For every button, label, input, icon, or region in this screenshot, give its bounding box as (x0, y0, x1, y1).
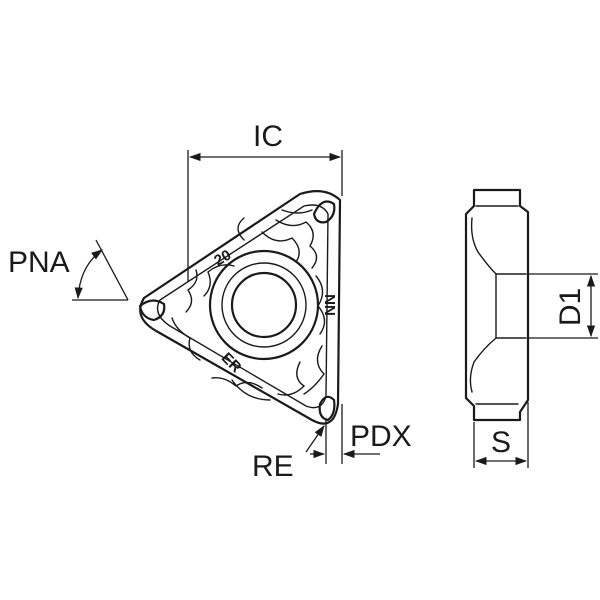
rake-face-border (156, 204, 329, 409)
clamp-hole-ring (221, 262, 307, 348)
label-re: RE (252, 450, 294, 483)
chipbreaker-wave (237, 217, 245, 241)
label-pna: PNA (8, 246, 70, 279)
chipbreaker-wave (185, 269, 198, 313)
chipbreaker-wave (281, 209, 313, 214)
d1-dimension: D1 (528, 273, 598, 339)
chipbreaker-wave (261, 231, 300, 263)
chipbreaker-wave (171, 317, 201, 361)
mark-size: 20 (211, 247, 234, 270)
side-outline (464, 188, 530, 422)
insert-outline (139, 189, 342, 425)
chipbreaker-wave (231, 379, 271, 401)
clamp-hole-outer (208, 249, 320, 361)
corner-tip-left (138, 299, 166, 322)
label-d1: D1 (554, 288, 587, 326)
label-pdx: PDX (350, 420, 412, 453)
ic-dimension: IC (187, 120, 343, 282)
chipbreaker-wave (275, 219, 318, 269)
side-bore-profile (469, 337, 527, 393)
chipbreaker-wave (277, 361, 306, 396)
label-ic: IC (253, 120, 283, 153)
insert-side-view (464, 188, 530, 422)
corner-tip-bottom (318, 395, 336, 422)
s-dimension: S (473, 402, 529, 468)
side-bore-profile (470, 217, 527, 275)
clamp-hole-inner (230, 271, 298, 339)
re-pdx-dimension: RE PDX (252, 404, 412, 483)
corner-tip-top (312, 200, 336, 224)
chipbreaker-wave (203, 264, 235, 297)
mark-pitch: NN (321, 294, 338, 316)
chipbreaker-wave (303, 345, 325, 395)
label-s: S (491, 426, 511, 459)
insert-top-view: 20 NN ER (138, 189, 342, 425)
pna-dimension: PNA (8, 239, 129, 301)
